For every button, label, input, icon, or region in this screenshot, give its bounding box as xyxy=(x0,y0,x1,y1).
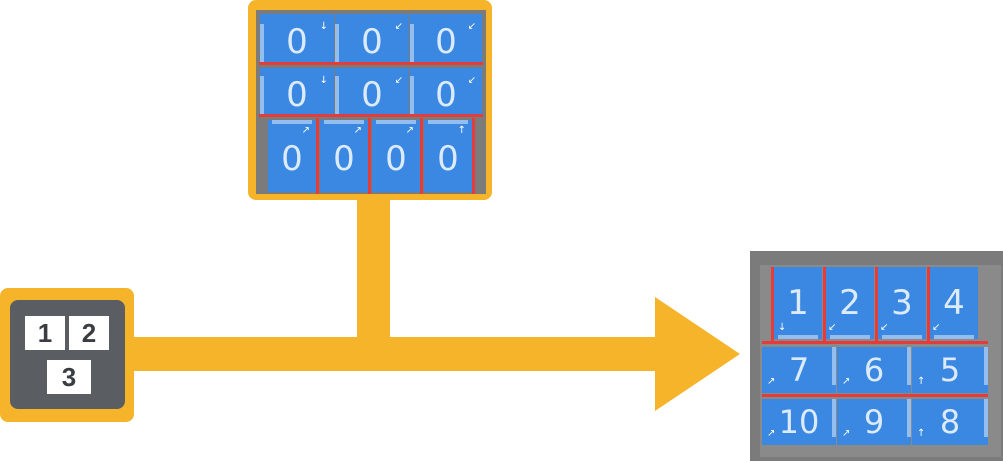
arrow-up-icon: ↑ xyxy=(917,428,926,439)
tile-value: 6 xyxy=(863,351,885,389)
mid-tile: 0 ↗ xyxy=(372,120,420,192)
intermediate-grid: 0 ↓ 0 ↙ 0 ↙ 0 ↓ 0 ↙ 0 ↙ 0 ↗ 0 ↗ xyxy=(256,10,486,194)
arrow-up-right-icon: ↗ xyxy=(767,376,776,387)
arrow-down-icon: ↓ xyxy=(319,75,328,86)
tile-value: 0 xyxy=(435,22,457,62)
result-tile: 3 ↙ xyxy=(878,267,926,339)
tile-value: 0 xyxy=(286,22,308,62)
source-cell-1: 1 xyxy=(25,316,65,350)
arrow-up-right-icon: ↗ xyxy=(405,125,414,136)
main-arrow xyxy=(120,297,740,411)
tile-value: 0 xyxy=(385,139,407,179)
source-cell-3: 3 xyxy=(47,360,91,394)
tile-value: 9 xyxy=(863,403,885,441)
arrow-down-left-icon: ↙ xyxy=(394,21,403,32)
tile-value: 4 xyxy=(943,283,965,323)
tile-value: 7 xyxy=(788,351,810,389)
tile-value: 2 xyxy=(839,283,861,323)
arrow-up-right-icon: ↗ xyxy=(767,428,776,439)
result-grid: 1 ↓ 2 ↙ 3 ↙ 4 ↙ 7 ↗ 6 ↗ 5 ↑ 10 ↗ xyxy=(750,251,1003,461)
arrow-up-icon: ↑ xyxy=(457,125,466,136)
mid-tile: 0 ↙ xyxy=(410,14,482,64)
column-separator xyxy=(771,267,774,341)
tile-value: 10 xyxy=(778,403,820,441)
column-separator xyxy=(472,118,475,194)
column-separator xyxy=(927,267,930,341)
result-tile: 4 ↙ xyxy=(930,267,978,339)
column-separator xyxy=(875,267,878,341)
arrow-up-right-icon: ↗ xyxy=(842,376,851,387)
tile-value: 0 xyxy=(437,139,459,179)
arrow-up-right-icon: ↗ xyxy=(842,428,851,439)
tile-value: 0 xyxy=(286,75,308,115)
arrow-up-right-icon: ↗ xyxy=(353,125,362,136)
result-tile: 8 ↑ xyxy=(912,399,988,445)
vertical-connector xyxy=(357,190,390,354)
tile-value: 3 xyxy=(891,283,913,323)
tile-value: 0 xyxy=(361,22,383,62)
result-tile: 1 ↓ xyxy=(774,267,822,339)
arrow-up-icon: ↑ xyxy=(917,376,926,387)
arrow-down-left-icon: ↙ xyxy=(828,322,837,333)
tile-value: 1 xyxy=(787,283,809,323)
arrow-down-icon: ↓ xyxy=(778,322,787,333)
result-tile: 5 ↑ xyxy=(912,347,988,393)
mid-tile: 0 ↓ xyxy=(260,68,334,116)
tile-value: 0 xyxy=(281,139,303,179)
result-tile: 9 ↗ xyxy=(837,399,911,445)
tile-value: 0 xyxy=(435,75,457,115)
source-cell-2: 2 xyxy=(69,316,109,350)
tile-value: 0 xyxy=(361,75,383,115)
mid-tile: 0 ↗ xyxy=(320,120,368,192)
source-grid: 1 2 3 xyxy=(10,300,125,409)
result-tile: 6 ↗ xyxy=(837,347,911,393)
column-separator xyxy=(823,267,826,341)
column-separator xyxy=(420,118,423,194)
result-tile: 10 ↗ xyxy=(762,399,836,445)
arrow-down-left-icon: ↙ xyxy=(880,322,889,333)
row-separator xyxy=(259,114,483,117)
row-separator xyxy=(762,341,988,344)
arrow-down-left-icon: ↙ xyxy=(467,75,476,86)
tile-value: 5 xyxy=(939,351,961,389)
arrow-down-left-icon: ↙ xyxy=(932,322,941,333)
mid-tile: 0 ↙ xyxy=(335,68,409,116)
mid-tile: 0 ↓ xyxy=(260,14,334,64)
mid-tile: 0 ↗ xyxy=(268,120,316,192)
mid-tile: 0 ↙ xyxy=(410,68,482,116)
arrow-down-left-icon: ↙ xyxy=(467,21,476,32)
row-separator xyxy=(259,62,483,65)
arrow-down-icon: ↓ xyxy=(319,21,328,32)
column-separator xyxy=(316,118,319,194)
arrow-up-right-icon: ↗ xyxy=(301,125,310,136)
row-separator xyxy=(762,394,988,397)
mid-tile: 0 ↑ xyxy=(424,120,472,192)
result-tile: 7 ↗ xyxy=(762,347,836,393)
tile-value: 0 xyxy=(333,139,355,179)
tile-value: 8 xyxy=(939,403,961,441)
column-separator xyxy=(368,118,371,194)
result-tile: 2 ↙ xyxy=(826,267,874,339)
mid-tile: 0 ↙ xyxy=(335,14,409,64)
arrow-down-left-icon: ↙ xyxy=(394,75,403,86)
